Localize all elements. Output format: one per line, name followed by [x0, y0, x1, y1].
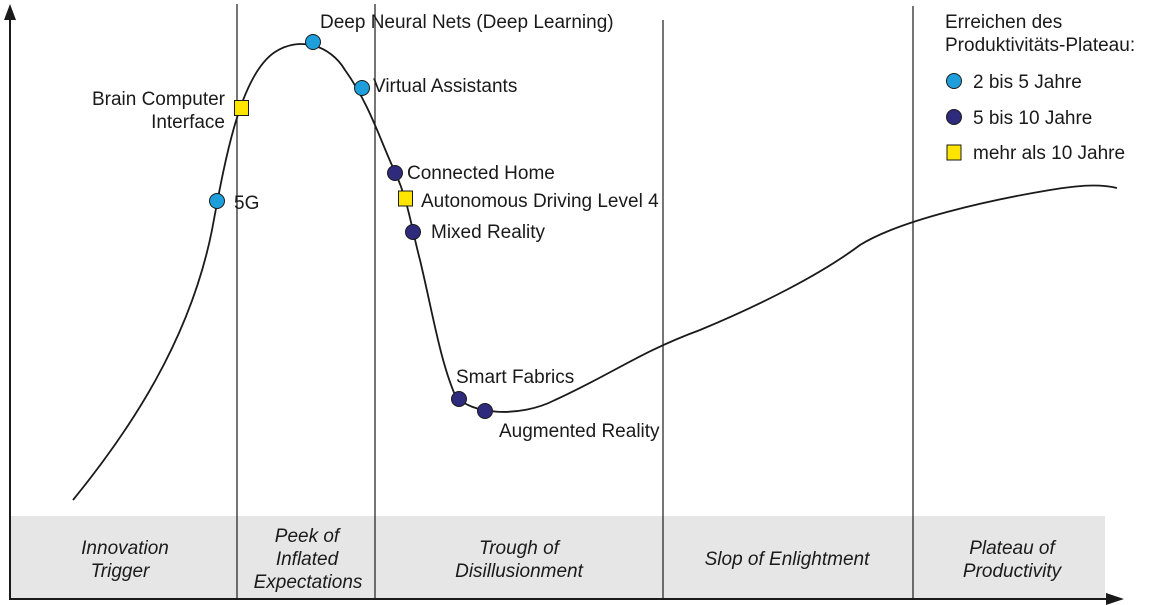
marker-5g	[209, 193, 225, 209]
label-augmented-reality: Augmented Reality	[499, 421, 660, 442]
hype-curve	[72, 43, 1118, 501]
phase-peak-line3: Expectations	[254, 572, 363, 593]
legend-label-short: 2 bis 5 Jahre	[973, 72, 1082, 93]
legend-label-medium: 5 bis 10 Jahre	[973, 108, 1092, 129]
label-autonomous-driving: Autonomous Driving Level 4	[421, 191, 659, 212]
technology-labels: Deep Neural Nets (Deep Learning) Virtual…	[92, 12, 660, 442]
phase-band	[10, 516, 1105, 598]
x-axis-arrow-icon	[1106, 593, 1124, 605]
axes	[4, 4, 1124, 605]
phase-labels: Innovation Trigger Peek of Inflated Expe…	[81, 526, 1062, 593]
label-connected-home: Connected Home	[407, 163, 555, 184]
label-brain-computer-line2: Interface	[151, 112, 225, 133]
phase-trough-line1: Trough of	[479, 538, 561, 559]
legend-light-blue-circle-icon	[946, 73, 962, 89]
label-deep-neural-nets: Deep Neural Nets (Deep Learning)	[320, 12, 614, 33]
phase-dividers	[236, 4, 914, 599]
y-axis-arrow-icon	[4, 4, 16, 20]
marker-virtual-assistants	[354, 80, 370, 96]
technology-markers	[209, 34, 493, 419]
phase-plateau-line1: Plateau of	[969, 538, 1056, 559]
legend-dark-blue-circle-icon	[946, 109, 962, 125]
marker-mixed-reality	[405, 224, 421, 240]
marker-deep-neural-nets	[305, 34, 321, 50]
phase-plateau-line2: Productivity	[963, 561, 1063, 582]
label-smart-fabrics: Smart Fabrics	[456, 367, 574, 388]
marker-connected-home	[387, 165, 403, 181]
phase-peak-line1: Peek of	[275, 526, 341, 547]
label-virtual-assistants: Virtual Assistants	[373, 76, 517, 97]
phase-peak-line2: Inflated	[276, 549, 340, 570]
marker-autonomous-driving	[398, 190, 413, 207]
phase-innovation-line1: Innovation	[81, 538, 169, 559]
legend: Erreichen des Produktivitäts-Plateau: 2 …	[945, 12, 1135, 164]
marker-smart-fabrics	[451, 391, 467, 407]
marker-augmented-reality	[477, 403, 493, 419]
legend-title-line1: Erreichen des	[945, 12, 1062, 33]
label-mixed-reality: Mixed Reality	[431, 222, 546, 243]
phase-slope-line1: Slop of Enlightment	[705, 549, 870, 570]
legend-yellow-square-icon	[946, 144, 962, 161]
label-5g: 5G	[234, 193, 259, 214]
phase-trough-line2: Disillusionment	[455, 561, 583, 582]
label-brain-computer-line1: Brain Computer	[92, 89, 226, 110]
legend-label-long: mehr als 10 Jahre	[973, 143, 1125, 164]
marker-brain-computer-interface	[234, 100, 249, 116]
phase-innovation-line2: Trigger	[91, 561, 150, 582]
legend-title-line2: Produktivitäts-Plateau:	[945, 35, 1135, 56]
